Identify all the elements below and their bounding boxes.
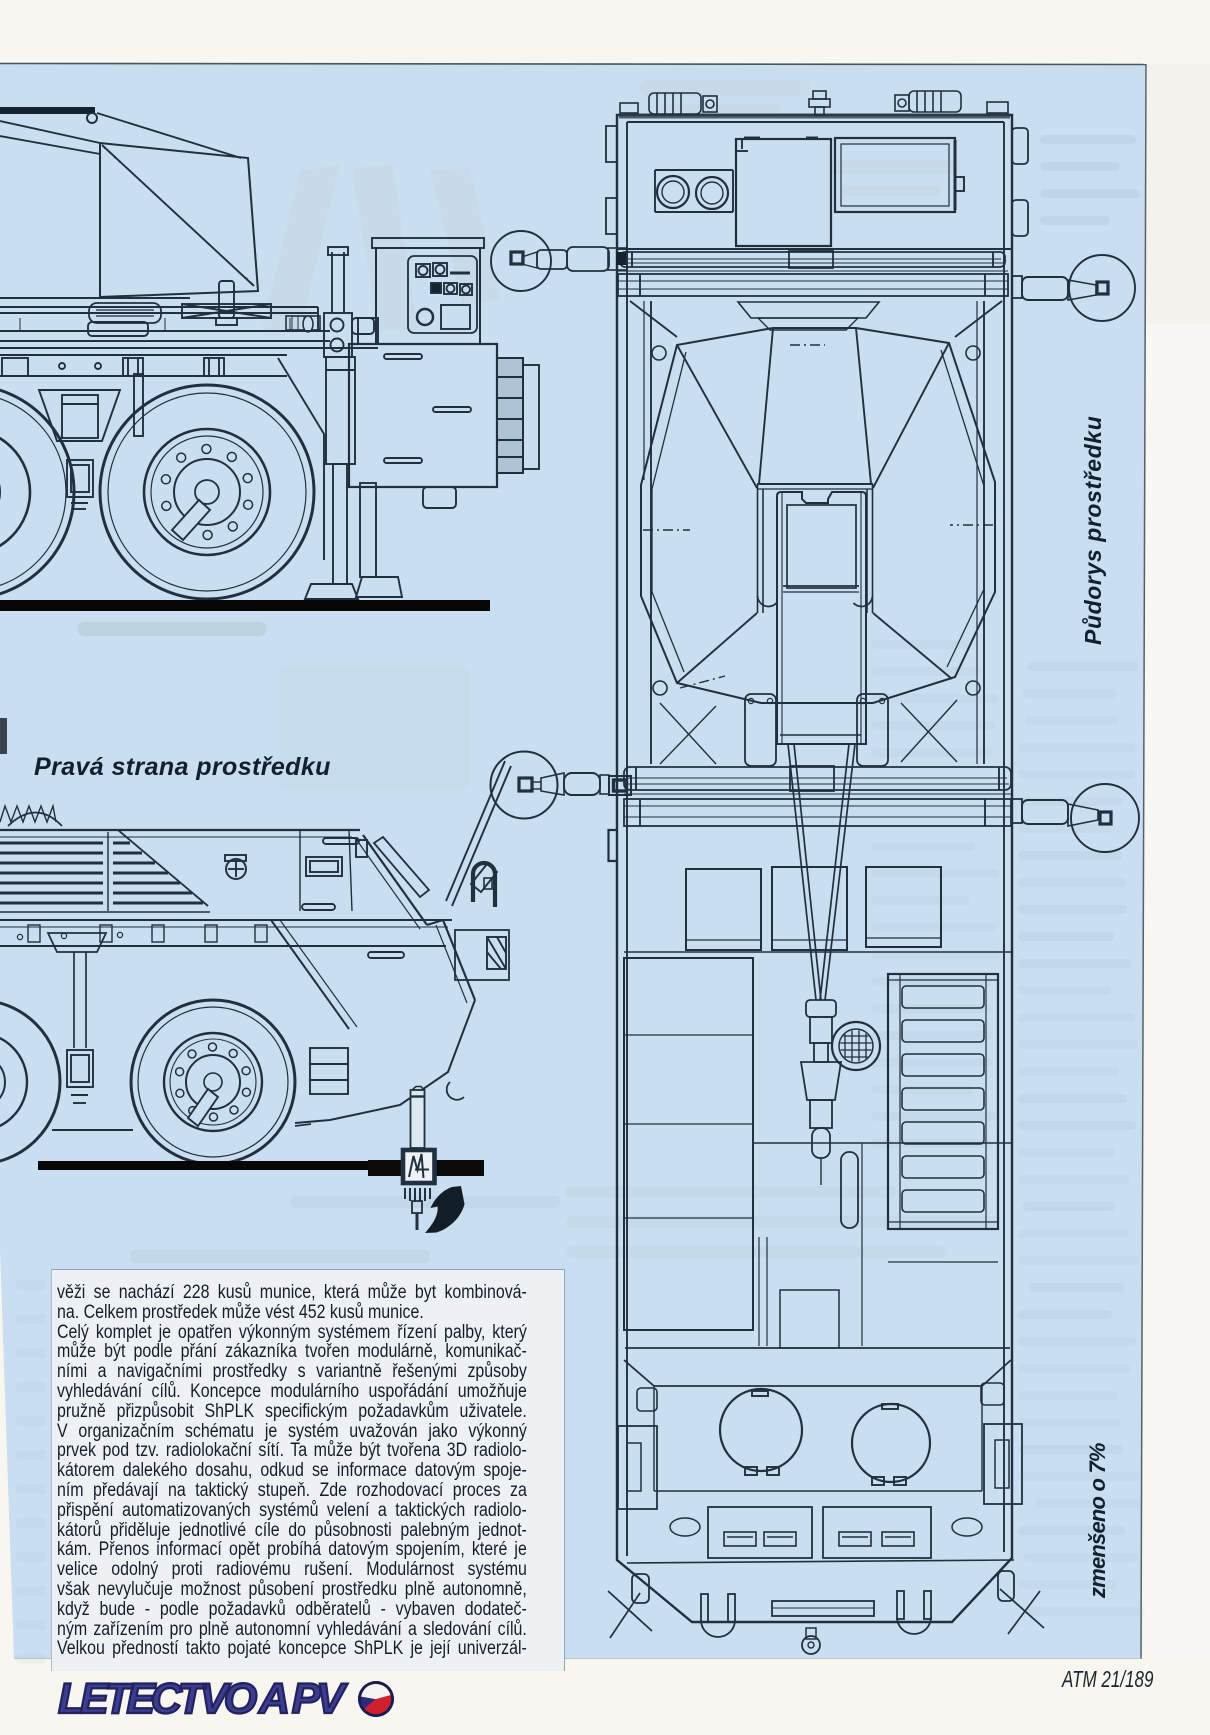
svg-text:LETECTVO A PV: LETECTVO A PV xyxy=(58,1676,348,1722)
